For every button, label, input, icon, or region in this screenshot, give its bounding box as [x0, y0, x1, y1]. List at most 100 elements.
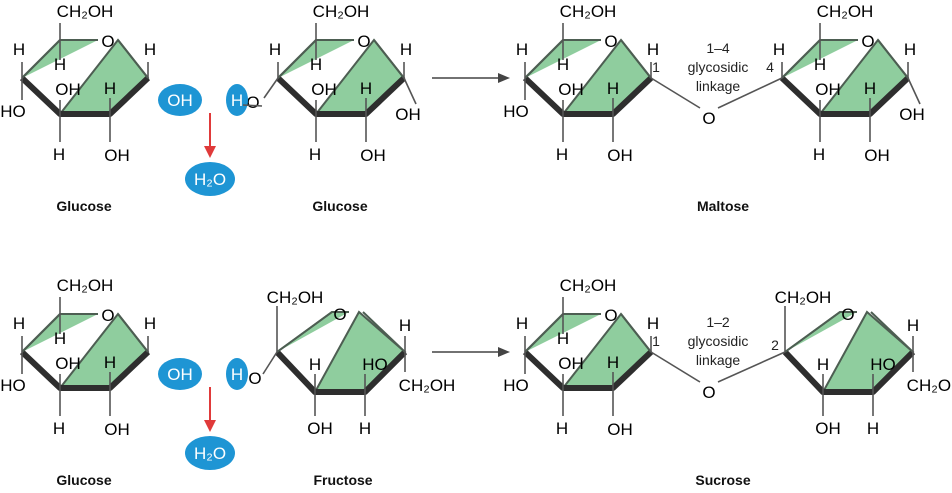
- water-label: H₂O: [194, 170, 226, 189]
- label-o: O: [861, 32, 874, 51]
- glycosidic-bond: [650, 77, 701, 109]
- label-c1-down: OH: [395, 105, 421, 124]
- label-c1-up: H: [647, 314, 659, 333]
- caption: Sucrose: [695, 472, 750, 488]
- bridge-oxygen: O: [702, 109, 715, 128]
- caption: Fructose: [313, 472, 372, 488]
- label-o: O: [604, 32, 617, 51]
- hexose-ring: [21, 312, 150, 389]
- ring-front-edge: [522, 75, 654, 117]
- water-bubble: [185, 162, 235, 196]
- red-arrow-head: [204, 420, 216, 432]
- label-ch2oh: CH₂OH: [560, 276, 617, 295]
- ring-front-edge: [274, 349, 408, 395]
- caption: Glucose: [56, 472, 111, 488]
- label-ch2oh: CH₂OH: [267, 288, 324, 307]
- label-c5-down: CH₂OH: [399, 376, 456, 395]
- label-c2-down: OH: [607, 146, 633, 165]
- label-c1-num: 1: [652, 333, 660, 349]
- label-c2-o: O: [248, 369, 261, 388]
- label-c4-up: H: [516, 40, 528, 59]
- hydrogen-bubble: [226, 84, 248, 116]
- linkage-label: glycosidic: [688, 333, 749, 349]
- linkage-label: 1–2: [706, 314, 730, 330]
- label-c2-in: H: [864, 79, 876, 98]
- label-c2-down: OH: [104, 146, 130, 165]
- label-c4-down: H: [867, 419, 879, 438]
- label-c3-down: H: [813, 145, 825, 164]
- ring-front-edge: [275, 75, 407, 117]
- label-c3-in: OH: [558, 80, 584, 99]
- label-ch2oh: CH₂OH: [57, 2, 114, 21]
- label-c4-up: H: [516, 314, 528, 333]
- label-c2-num: 2: [771, 337, 779, 353]
- water-bubble: [185, 436, 235, 470]
- hexose-ring: [524, 38, 653, 115]
- label-c2-down: OH: [360, 146, 386, 165]
- glycosidic-bond: [717, 77, 783, 109]
- bridge-oxygen: O: [702, 383, 715, 402]
- label-c3-down: H: [556, 145, 568, 164]
- label-c1-up: H: [400, 40, 412, 59]
- label-c5-up: H: [907, 316, 919, 335]
- label-c3-in: H: [817, 355, 829, 374]
- linkage-label: glycosidic: [688, 59, 749, 75]
- furanose-ring: [276, 310, 407, 393]
- ring-front-edge: [19, 75, 151, 117]
- label-c5-in: H: [310, 55, 322, 74]
- bond-line: [263, 77, 279, 99]
- label-c5-in: H: [814, 55, 826, 74]
- hydroxyl-bubble: [158, 84, 202, 116]
- caption: Glucose: [312, 198, 367, 214]
- hydroxyl-bubble: [158, 358, 202, 390]
- bond-line: [907, 77, 921, 105]
- label-c4-num: 4: [766, 59, 774, 75]
- caption: Maltose: [697, 198, 749, 214]
- label-c4-down: H: [359, 419, 371, 438]
- hydroxyl-label: OH: [167, 365, 193, 384]
- label-o: O: [841, 305, 854, 324]
- ring-front-edge: [779, 75, 911, 117]
- label-c1-up: H: [144, 314, 156, 333]
- linkage-label: linkage: [696, 78, 741, 94]
- label-ch2oh: CH₂OH: [775, 288, 832, 307]
- ring-front-edge: [522, 349, 654, 391]
- label-c1-num: 1: [652, 59, 660, 75]
- hydrogen-label: H: [231, 91, 243, 110]
- hexose-ring: [277, 38, 406, 115]
- label-c5-in: H: [54, 55, 66, 74]
- label-c4-down: HO: [503, 102, 529, 121]
- water-label: H₂O: [194, 444, 226, 463]
- label-c3-down: H: [309, 145, 321, 164]
- label-c3-in: OH: [55, 80, 81, 99]
- label-c1-up: H: [144, 40, 156, 59]
- furanose-ring: [784, 310, 915, 393]
- label-o: O: [101, 32, 114, 51]
- label-c4-down: HO: [0, 102, 26, 121]
- label-c5-up: H: [399, 316, 411, 335]
- label-ch2oh: CH₂OH: [817, 2, 874, 21]
- label-c3-in: OH: [311, 80, 337, 99]
- label-c3-down: H: [53, 145, 65, 164]
- label-o: O: [357, 32, 370, 51]
- ring-front-edge: [19, 349, 151, 391]
- label-c2-down: OH: [104, 420, 130, 439]
- label-ch2oh: CH₂OH: [560, 2, 617, 21]
- label-c4-up: H: [13, 314, 25, 333]
- label-c5-in: H: [557, 55, 569, 74]
- label-c3-down: OH: [307, 419, 333, 438]
- label-o: O: [101, 306, 114, 325]
- ring-back-edge: [276, 311, 406, 353]
- label-c4-o: O: [246, 93, 259, 112]
- ring-back-edge: [784, 311, 914, 353]
- label-ch2oh: CH₂OH: [57, 276, 114, 295]
- label-c2-in: H: [104, 353, 116, 372]
